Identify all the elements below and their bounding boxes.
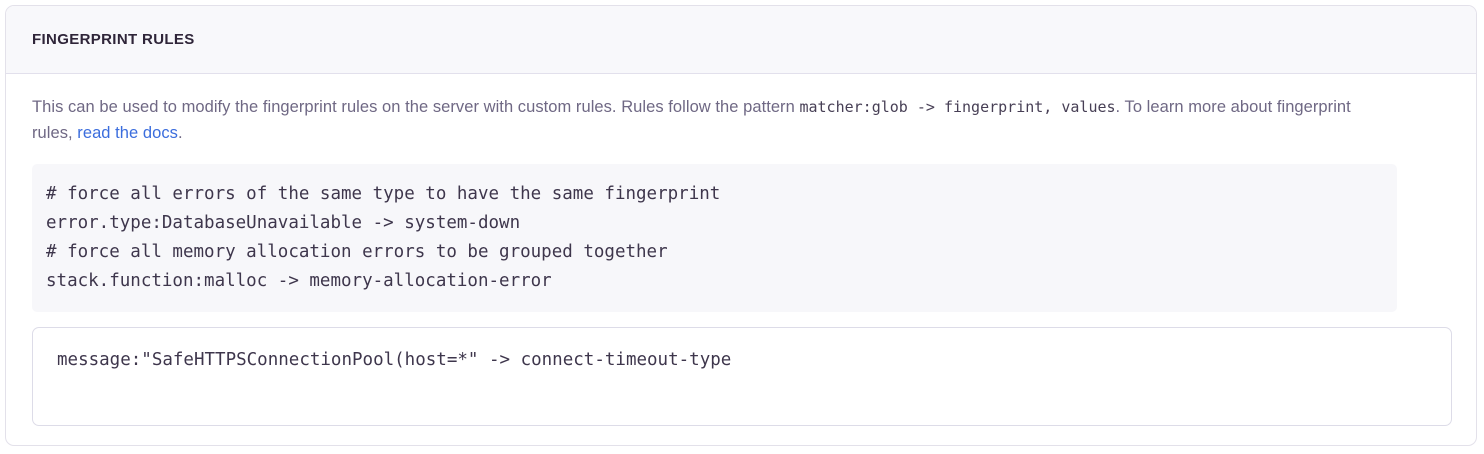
fingerprint-rules-input[interactable]	[32, 327, 1452, 426]
page-title: FINGERPRINT RULES	[32, 31, 195, 48]
description-text-after-link: .	[177, 124, 183, 142]
fingerprint-rules-panel: FINGERPRINT RULES This can be used to mo…	[5, 5, 1477, 446]
example-rules-code-block: # force all errors of the same type to h…	[32, 164, 1397, 312]
panel-description: This can be used to modify the fingerpri…	[32, 94, 1392, 146]
example-rules-code: # force all errors of the same type to h…	[46, 184, 721, 291]
panel-header: FINGERPRINT RULES	[6, 6, 1476, 74]
description-text-before-code: This can be used to modify the fingerpri…	[32, 98, 800, 116]
description-text-between: . To learn more about fingerprint rules,	[32, 98, 1351, 142]
panel-body: This can be used to modify the fingerpri…	[6, 74, 1476, 426]
inline-code-pattern: matcher:glob -> fingerprint, values	[799, 98, 1116, 116]
read-the-docs-link[interactable]: read the docs	[77, 124, 178, 142]
